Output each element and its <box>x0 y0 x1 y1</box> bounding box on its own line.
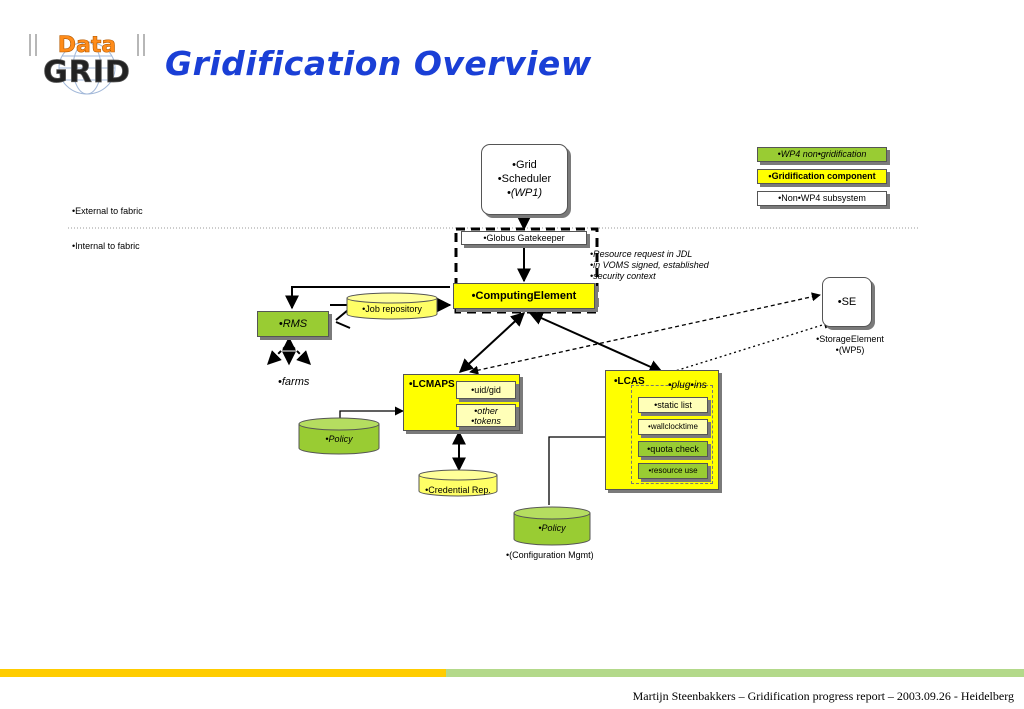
legend-wp4-non-gridification: •WP4 non•gridification <box>757 147 887 162</box>
resource-use-plugin: •resource use <box>638 463 708 479</box>
lcmaps-se-dashed-arrow <box>469 292 821 375</box>
logo-data-text: Data <box>58 33 116 58</box>
job-repository-node: •Job repository <box>346 292 438 320</box>
page-title: Gridification Overview <box>165 44 592 83</box>
wallclocktime-plugin: •wallclocktime <box>638 419 708 435</box>
ce-lcmaps-arrow <box>458 312 526 373</box>
static-list-plugin: •static list <box>638 397 708 413</box>
rms-node: •RMS <box>257 311 329 337</box>
policy-to-lcas-arrow <box>548 432 633 505</box>
storage-element-node: •SE <box>822 277 872 327</box>
logo-grid-text: GRID <box>43 55 131 90</box>
farms-label: •farms <box>278 376 310 388</box>
gatekeeper-frame <box>454 227 599 314</box>
datagrid-logo: Data GRID <box>22 30 152 98</box>
footer-text: Martijn Steenbakkers – Gridification pro… <box>632 689 1014 703</box>
resource-request-annotation: •Resource request in JDL •in VOMS signed… <box>590 249 709 281</box>
credential-repository-node: •Credential Rep. <box>418 469 498 497</box>
quota-check-plugin: •quota check <box>638 441 708 457</box>
ce-lcas-arrow <box>528 311 664 374</box>
plugins-label: •plug•ins <box>668 380 707 391</box>
legend-gridification-component: •Gridification component <box>757 169 887 184</box>
uid-gid-plugin: •uid/gid <box>456 381 516 399</box>
other-tokens-plugin: •other •tokens <box>456 404 516 427</box>
plugins-frame <box>631 385 713 484</box>
external-to-fabric-label: •External to fabric <box>72 206 143 216</box>
footer-bar-green <box>446 669 1024 677</box>
lcas-se-dotted-arrow <box>671 320 833 373</box>
storage-element-label: •StorageElement •(WP5) <box>816 334 884 355</box>
internal-to-fabric-label: •Internal to fabric <box>72 241 140 251</box>
footer-bar-yellow <box>0 669 446 677</box>
configuration-mgmt-label: •(Configuration Mgmt) <box>506 550 594 560</box>
legend-non-wp4-subsystem: •Non•WP4 subsystem <box>757 191 887 206</box>
policy-bottom-node: •Policy <box>513 506 591 546</box>
ce-to-rms-arrow <box>285 286 450 310</box>
globus-gatekeeper-node: •Globus Gatekeeper <box>461 231 587 245</box>
policy-left-node: •Policy <box>298 417 380 455</box>
computing-element-node: •ComputingElement <box>453 283 595 309</box>
grid-scheduler-node: •Grid •Scheduler •(WP1) <box>481 144 568 215</box>
